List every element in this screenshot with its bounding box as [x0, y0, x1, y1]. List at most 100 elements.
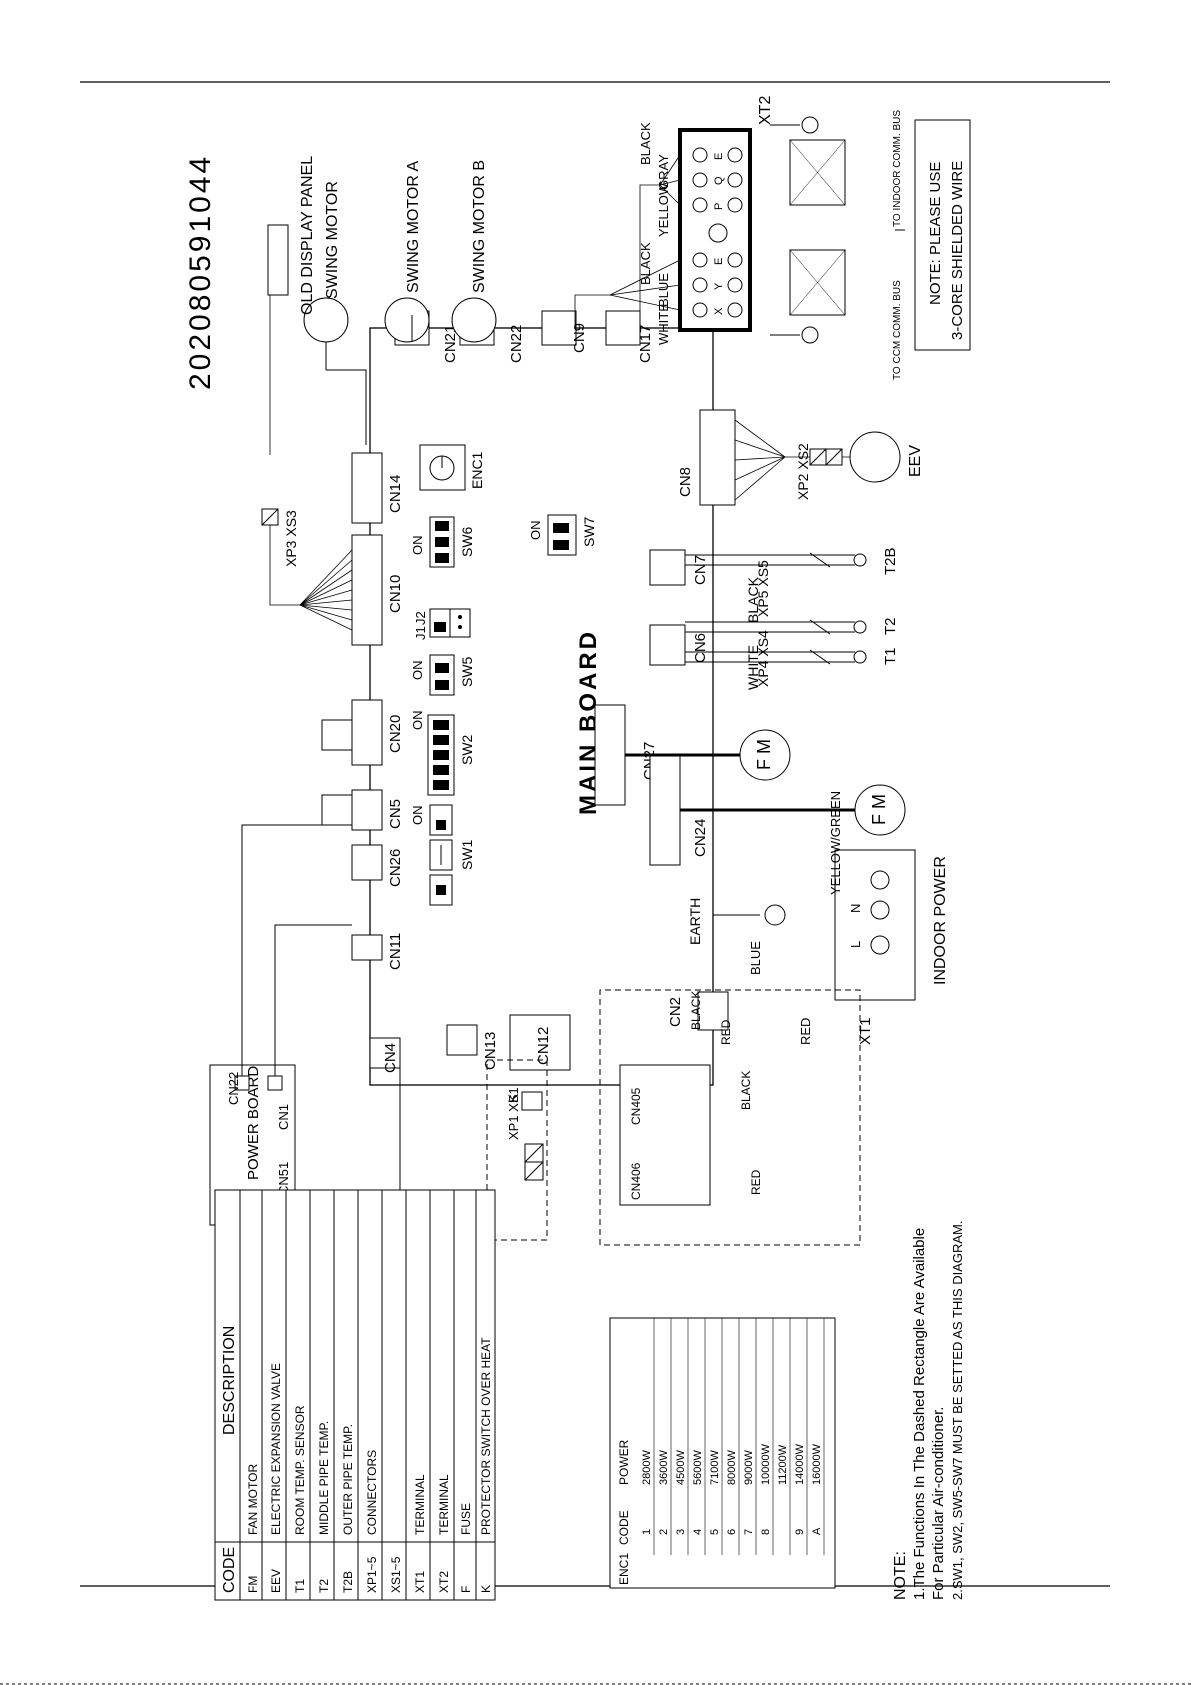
enc-row-code: A — [811, 1527, 823, 1535]
eev-circle — [849, 431, 901, 483]
fan-motor-1-label: F M — [754, 739, 774, 770]
main-board-outline — [369, 327, 714, 1086]
shielded-cable-indoor — [770, 116, 846, 206]
sw5-switch-block — [429, 654, 455, 696]
enc-row-power: 8000W — [726, 1450, 738, 1485]
cn8-label: CN8 — [677, 467, 694, 497]
enc-row-code: 7 — [743, 1529, 755, 1535]
cn11-connector — [351, 934, 383, 961]
cn21-label: CN21 — [442, 325, 459, 363]
k-switch-symbol — [521, 1091, 543, 1111]
power-board-label: POWER BOARD — [245, 1066, 262, 1180]
cn2-connector — [697, 991, 729, 1031]
legend-row-code: XT1 — [413, 1571, 427, 1593]
swing-motor-label: SWING MOTOR — [324, 181, 341, 299]
sw6-on-label: ON — [410, 536, 425, 556]
comm-wires — [574, 154, 681, 329]
xt1-terminal-block — [834, 849, 916, 1001]
note-shielded-box — [914, 119, 971, 351]
sw7-switch-block — [547, 514, 577, 556]
cn405-label: CN405 — [629, 1087, 643, 1125]
red-wire-label: RED — [798, 1018, 813, 1045]
cn406-label: CN406 — [629, 1162, 643, 1200]
shielded-cable-ccm — [770, 249, 846, 344]
xt2-white-label: WHITE — [656, 303, 671, 345]
cn26-label: CN26 — [387, 849, 404, 887]
cn10-connector — [351, 534, 383, 646]
cn24-connector — [649, 754, 681, 866]
enc-row-code: 3 — [675, 1529, 687, 1535]
xp1-xs1-connector — [524, 1143, 544, 1181]
cn7-label: CN7 — [692, 555, 709, 585]
legend-row-code: F — [459, 1586, 473, 1593]
swing-motor-a-circle — [384, 297, 430, 343]
xt2-gray-label: GRAY — [656, 154, 671, 190]
legend-row-description: MIDDLE PIPE TEMP. — [317, 1421, 331, 1535]
aux-red-2-label: RED — [719, 1019, 733, 1045]
legend-row-code: T2B — [341, 1571, 355, 1593]
cn24-label: CN24 — [692, 819, 709, 857]
legend-header-description: DESCRIPTION — [221, 1326, 238, 1435]
sw6-switch-block — [429, 516, 455, 568]
enc-row-power: 11200W — [777, 1444, 789, 1485]
cn10-wire-fan — [268, 295, 353, 631]
cn27-connector — [594, 704, 626, 806]
enc-row-power: 5600W — [692, 1450, 704, 1485]
k-dashed-box — [486, 1059, 548, 1241]
cn22-label: CN22 — [508, 325, 525, 363]
cn6-label: CN6 — [692, 633, 709, 663]
enc-table-frame — [609, 1317, 836, 1589]
legend-row-code: XS1~5 — [389, 1556, 403, 1593]
to-ccm-comm-bus-label: TO CCM COMM. BUS — [892, 280, 903, 380]
k-label: K — [505, 1093, 521, 1103]
pb-cn1-label: CN1 — [276, 1104, 291, 1130]
enc-row-power: 9000W — [743, 1450, 755, 1485]
cn8-wire-fan — [734, 419, 850, 501]
sw5-label: SW5 — [459, 656, 475, 687]
fan-motor-1-circle — [739, 729, 791, 781]
sw2-label: SW2 — [459, 734, 475, 765]
legend-row-code: EEV — [269, 1569, 283, 1593]
cn2-label: CN2 — [667, 997, 684, 1027]
swing-motor-a-label: SWING MOTOR A — [405, 161, 422, 293]
enc-table-layer: ENC1CODEPOWER12800W23600W34500W45600W571… — [609, 1317, 836, 1589]
cn8-connector — [699, 409, 736, 506]
swing-motor-wire-b — [326, 369, 367, 445]
enc-header-code: CODE — [617, 1510, 631, 1545]
enc-row-code: 8 — [760, 1529, 772, 1535]
legend-row-code: K — [479, 1585, 493, 1593]
legend-row-description: ELECTRIC EXPANSION VALVE — [269, 1363, 283, 1535]
sw1-label: SW1 — [459, 839, 475, 870]
sw1-on-label: ON — [410, 806, 425, 826]
cn406-cn405-board — [619, 1064, 711, 1206]
note-shielded-line2: 3-CORE SHIELDED WIRE — [949, 161, 966, 340]
xt2-p-label: P — [713, 203, 725, 210]
xp3-xs3-label: XP3 XS3 — [283, 510, 299, 567]
sw5-on-label: ON — [410, 661, 425, 681]
legend-row-description: OUTER PIPE TEMP. — [341, 1424, 355, 1535]
j1-j2-jumper — [429, 608, 471, 638]
pb-cn51-label: CN51 — [276, 1162, 291, 1195]
xp2-xs2-connector — [809, 448, 843, 466]
notes-title: NOTE: — [892, 1551, 909, 1600]
cn12-connector — [509, 1014, 571, 1071]
xt2-label: XT2 — [757, 96, 774, 125]
cn20-plug — [321, 719, 353, 751]
enc-row-power: 7100W — [709, 1450, 721, 1485]
legend-row-description: TERMINAL — [413, 1474, 427, 1535]
enc-row-code: 2 — [658, 1529, 670, 1535]
document-number: 202080591044 — [184, 154, 217, 390]
xp2-xs2-label: XP2 XS2 — [795, 443, 811, 500]
t2-black-label: BLACK — [745, 576, 761, 623]
cn20-label: CN20 — [387, 715, 404, 753]
earth-label: EARTH — [687, 898, 703, 945]
legend-row-description: CONNECTORS — [365, 1450, 379, 1535]
legend-row-code: XP1~5 — [365, 1556, 379, 1593]
xt2-blue-label: BLUE — [656, 273, 671, 307]
yellow-green-label: YELLOW/GREEN — [828, 791, 843, 895]
enc-row-code: 5 — [709, 1529, 721, 1535]
xt2-yellow-label: YELLOW — [656, 182, 671, 237]
indoor-power-label: INDOOR POWER — [932, 856, 949, 985]
enc-row-code: 1 — [641, 1529, 653, 1535]
cn7-connector — [649, 549, 686, 586]
